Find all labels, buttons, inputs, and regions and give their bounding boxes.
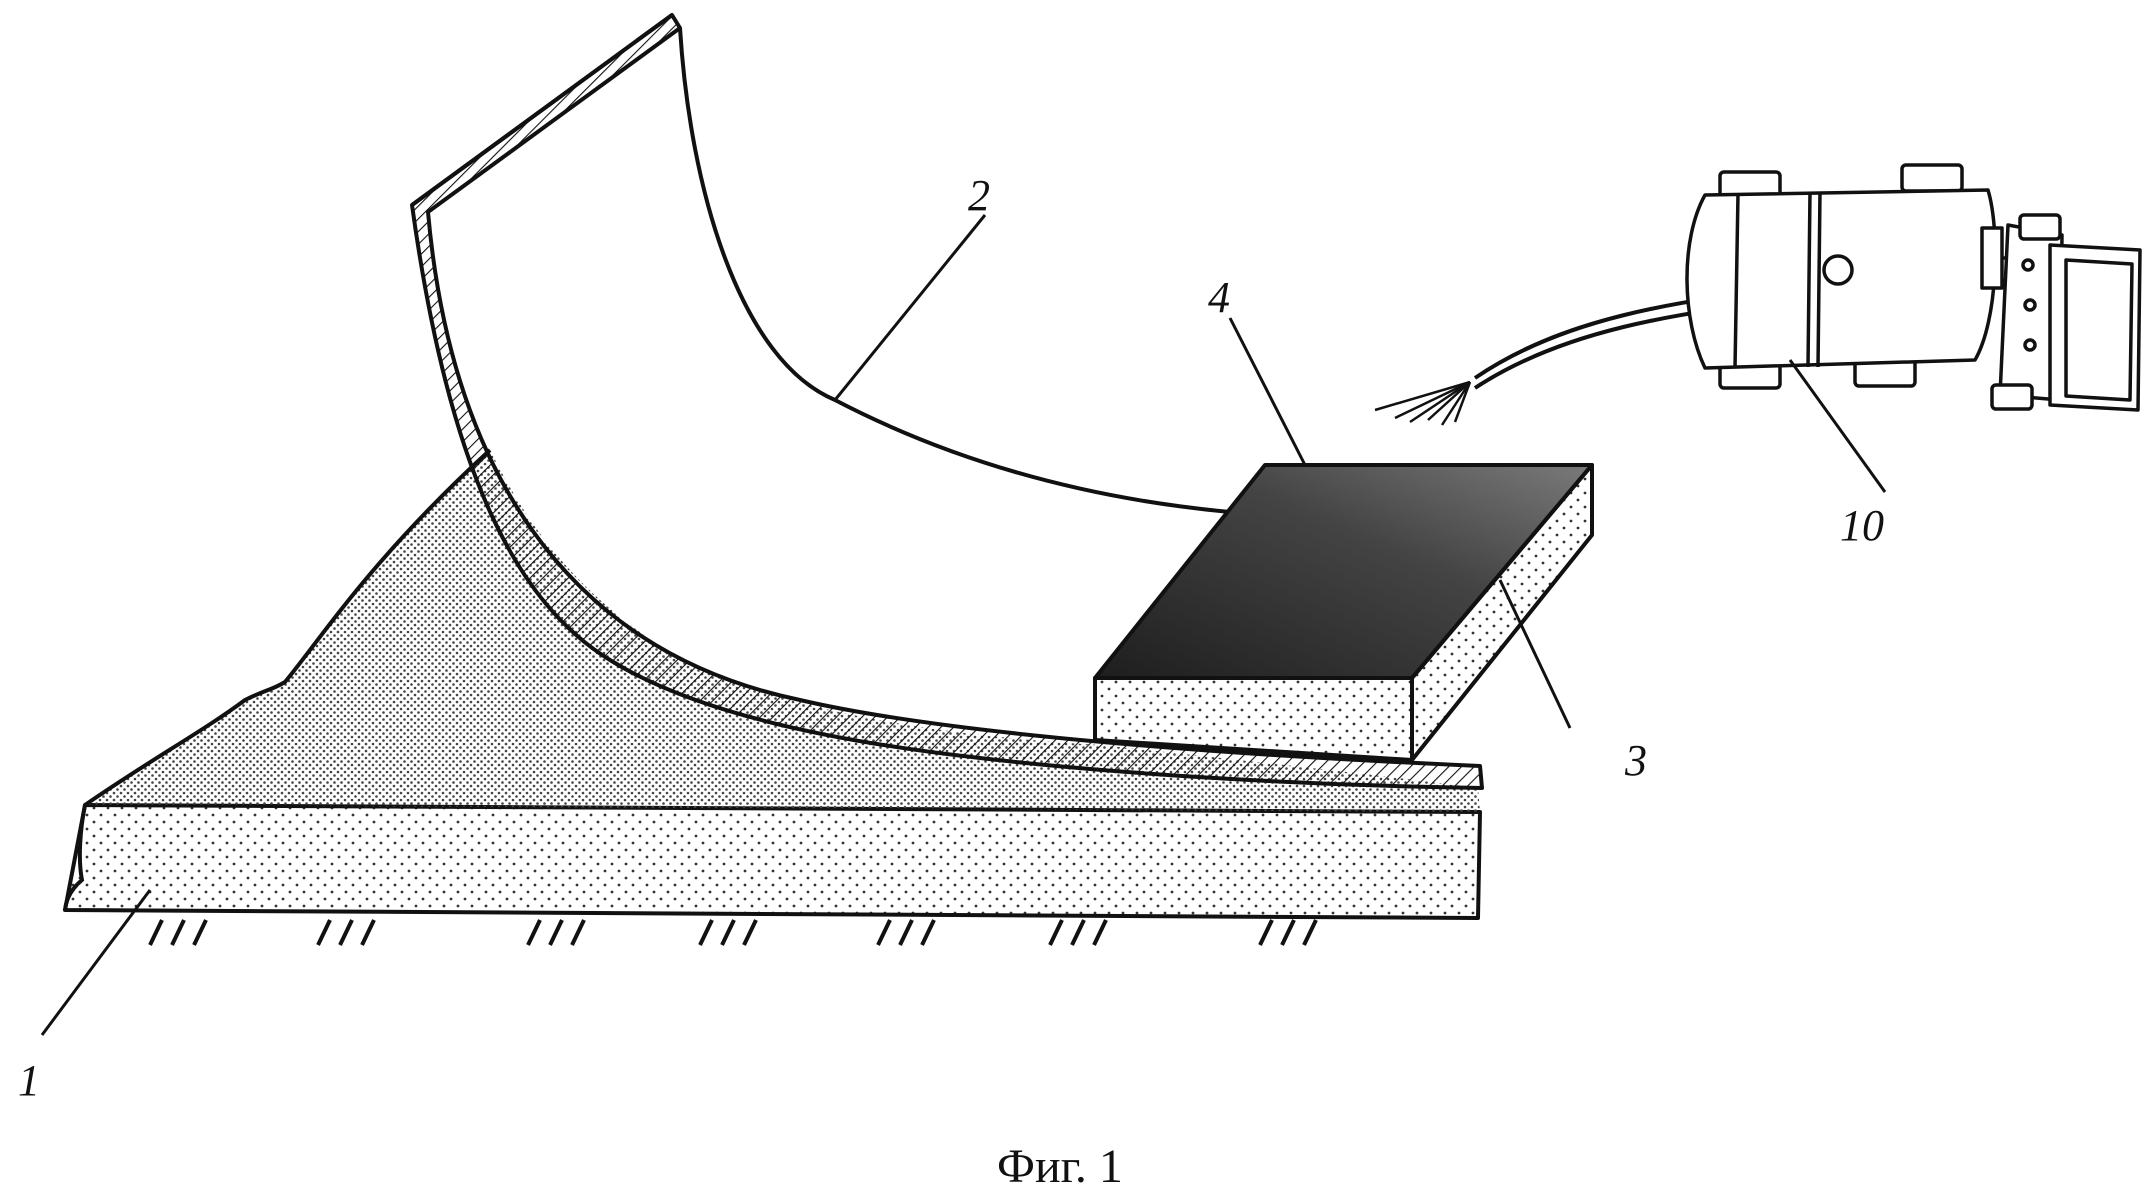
label-1: 1 (18, 1056, 40, 1105)
leader-2 (833, 214, 987, 401)
leader-10 (1788, 359, 1887, 493)
label-2: 2 (968, 171, 990, 220)
leader-1 (40, 889, 152, 1036)
figure-caption: Фиг. 1 (997, 1140, 1123, 1193)
ground-hatch (148, 919, 1318, 946)
block-side-face (1410, 463, 1594, 762)
label-4: 4 (1208, 273, 1230, 322)
spray (1374, 380, 1472, 426)
base-slab (63, 803, 1482, 920)
leader-3 (1498, 579, 1572, 729)
robot (1374, 163, 2142, 426)
leader-lines (40, 214, 1887, 1036)
material-mound (83, 448, 1480, 812)
label-3: 3 (1624, 736, 1647, 785)
label-10: 10 (1840, 501, 1884, 550)
curved-sheet (410, 13, 1484, 790)
press-block (1093, 463, 1594, 762)
leader-4 (1228, 317, 1307, 466)
